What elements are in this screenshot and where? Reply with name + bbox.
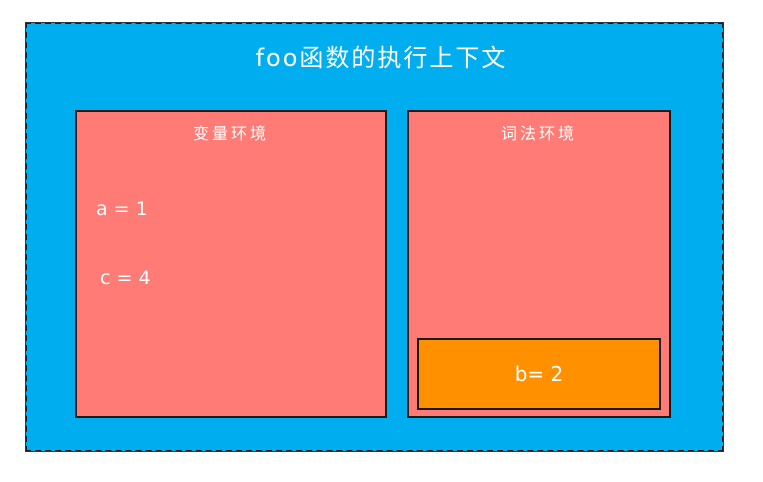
variable-entry-c: c = 4 <box>100 267 151 289</box>
variable-environment-box: 变量环境 <box>75 110 387 418</box>
lexical-environment-label: 词法环境 <box>500 124 577 143</box>
variable-entry-a: a = 1 <box>96 198 148 220</box>
execution-context-title: foo函数的执行上下文 <box>255 44 508 72</box>
lexical-block-box: b= 2 <box>417 338 661 410</box>
lexical-entry-b: b= 2 <box>514 362 564 386</box>
variable-environment-label: 变量环境 <box>192 124 269 143</box>
